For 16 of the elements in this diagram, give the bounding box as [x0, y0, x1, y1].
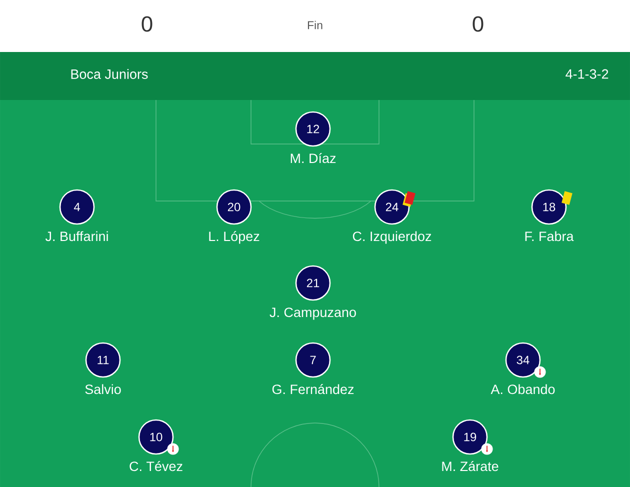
player-name: L. López	[209, 231, 260, 244]
player-name: C. Tévez	[130, 461, 182, 472]
score: 0	[142, 16, 152, 32]
match-status: Fin	[308, 20, 322, 30]
score: 0	[472, 16, 484, 32]
player-name: J. Campuzano	[270, 308, 356, 320]
player-name: G. Fernández	[272, 384, 354, 394]
player-name: J. Buffarini	[45, 231, 108, 242]
player-name: C. Izquierdoz	[352, 231, 432, 244]
player-name: A. Obando	[490, 384, 555, 394]
player-name: M. Zárate	[442, 461, 498, 472]
player-name: M. Díaz	[290, 153, 336, 164]
player-name: Salvio	[85, 384, 121, 394]
team-name: Boca Juniors	[71, 69, 148, 79]
formation-text: 4-1-3-2	[566, 69, 608, 79]
player-name: F. Fabra	[525, 231, 574, 242]
